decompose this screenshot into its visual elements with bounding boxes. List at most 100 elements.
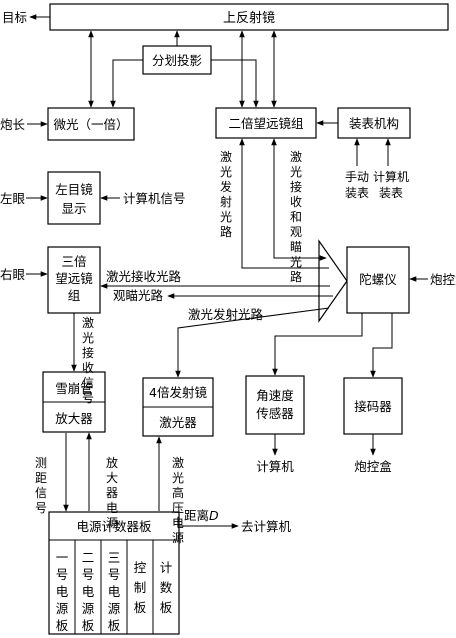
- rate-sensor-label-2: 传感器: [256, 406, 294, 421]
- rangeSignalText-char: 测: [35, 456, 47, 470]
- recvPathText-char: 观: [290, 225, 302, 239]
- left-eyepiece-box: [47, 171, 101, 225]
- micro-light-label: 微光（一倍）: [53, 117, 128, 132]
- emitPathText-char: 激: [220, 150, 232, 164]
- laserHvText-char: 光: [172, 471, 184, 485]
- recvPathText-char: 接: [290, 179, 302, 194]
- rangeSignalText-char: 信: [35, 486, 47, 500]
- aim-path-label: 观瞄光路: [113, 288, 164, 303]
- recvSignalText-char: 信: [82, 376, 94, 390]
- sub-board-2-char: 号: [82, 567, 95, 582]
- ampPowerText-char: 源: [106, 516, 118, 530]
- emitPathText-char: 发: [220, 179, 232, 194]
- sub-board-5-char: 计: [160, 560, 173, 575]
- sub-board-1-char: 板: [56, 618, 69, 633]
- laserHvText-char: 激: [172, 456, 184, 470]
- sub-board-1-char: 号: [56, 567, 69, 582]
- avalanche-bottom-label: 放大器: [55, 411, 93, 426]
- distance-prefix: 距离: [184, 508, 209, 523]
- ampPowerText-char: 放: [106, 455, 118, 470]
- left-eye-label: 左眼: [0, 191, 26, 206]
- projection-box: [142, 45, 212, 75]
- emitPathText-char: 路: [220, 224, 232, 239]
- rangeSignalText-char: 号: [35, 501, 47, 515]
- left-eyepiece-label-1: 左目镜: [55, 182, 93, 197]
- recvSignalText-char: 号: [82, 391, 94, 405]
- laser-emit-path-h-line: [175, 307, 330, 378]
- sub-board-2-char: 电: [82, 584, 95, 599]
- sub-board-1-char: 电: [56, 584, 69, 599]
- gun-control-box-2-label: 炮控盒: [354, 459, 392, 474]
- target-label: 目标: [2, 10, 27, 25]
- recvPathText-char: 光: [290, 165, 302, 179]
- recvPathText-char: 瞄: [290, 240, 302, 254]
- sub-board-3-char: 电: [108, 584, 121, 599]
- recvPathText-char: 路: [290, 269, 302, 284]
- upper-mirror-label: 上反射镜: [223, 10, 275, 26]
- laserHvText-char: 压: [172, 501, 184, 515]
- binocular-label: 二倍望远镜组: [228, 116, 303, 131]
- avalanche-top-label: 雪崩管: [55, 381, 93, 396]
- beam-combiner-prism: [318, 239, 348, 323]
- rate-sensor-label-1: 角速度: [256, 388, 294, 403]
- computer-meter-label-1: 计算机: [373, 169, 409, 184]
- gun-length-label: 炮长: [0, 117, 26, 132]
- projection-label: 分划投影: [152, 53, 203, 68]
- power-board-label: 电源计数器板: [76, 519, 152, 534]
- rangeSignalText-char: 距: [35, 471, 47, 485]
- distance-symbol: D: [209, 508, 219, 523]
- sub-board-4-char: 制: [134, 580, 147, 595]
- emitter-bottom-label: 激光器: [159, 415, 197, 430]
- laser-emit-path-line: [239, 138, 329, 269]
- arrow-gyro-encoder: [370, 313, 393, 378]
- sub-board-3-char: 号: [108, 567, 121, 582]
- power-board-box: [48, 511, 180, 635]
- computer-signal-label: 计算机信号: [123, 191, 186, 206]
- arrow-gyro-rate: [272, 313, 363, 376]
- gyro-label: 陀螺仪: [359, 272, 397, 287]
- tri-scope-box: [47, 246, 101, 314]
- computer-meter-label-2: 装表: [379, 186, 403, 200]
- emitPathText-char: 光: [220, 165, 232, 179]
- computer-label: 计算机: [256, 459, 294, 474]
- arrow-projection-micro: [110, 59, 143, 108]
- meter-mech-box: [337, 107, 411, 139]
- laserHvText-char: 源: [172, 531, 184, 545]
- tri-scope-label-3: 组: [68, 288, 81, 303]
- laser-emit-path-label: 激光发射光路: [220, 150, 232, 239]
- sub-board-1-char: 一: [56, 550, 69, 565]
- left-eyepiece-label-2: 显示: [61, 201, 86, 216]
- micro-light-box: [47, 107, 135, 141]
- sub-board-2-char: 二: [82, 550, 95, 565]
- recvPathText-char: 光: [290, 255, 302, 269]
- sub-board-3-char: 板: [108, 618, 121, 633]
- right-eye-label: 右眼: [0, 267, 26, 282]
- emitPathText-char: 射: [220, 194, 232, 209]
- recvSignalText-char: 激: [82, 316, 94, 330]
- recvPathText-char: 和: [290, 210, 302, 224]
- sub-board-4-char: 控: [134, 560, 147, 575]
- meter-mech-label: 装表机构: [349, 116, 399, 131]
- recvSignalText-char: 接: [82, 345, 94, 360]
- binocular-box: [215, 107, 317, 139]
- manual-meter-label-1: 手动: [345, 170, 369, 184]
- laser-recv-path-line: [271, 138, 327, 261]
- ampPowerText-char: 电: [106, 501, 118, 515]
- sub-board-5-char: 板: [160, 600, 173, 615]
- emitPathText-char: 光: [220, 210, 232, 224]
- gyro-box: [346, 246, 410, 314]
- tri-scope-label-2: 望远镜: [55, 271, 93, 286]
- sub-board-5-char: 数: [160, 580, 173, 595]
- laser-emit-path-h-label: 激光发射光路: [188, 307, 264, 322]
- sub-board-2-char: 板: [82, 618, 95, 633]
- recvSignalText-char: 收: [82, 361, 94, 375]
- recvPathText-char: 激: [290, 150, 302, 164]
- laserHvText-char: 高: [172, 485, 184, 500]
- manual-meter-label-2: 装表: [345, 186, 369, 200]
